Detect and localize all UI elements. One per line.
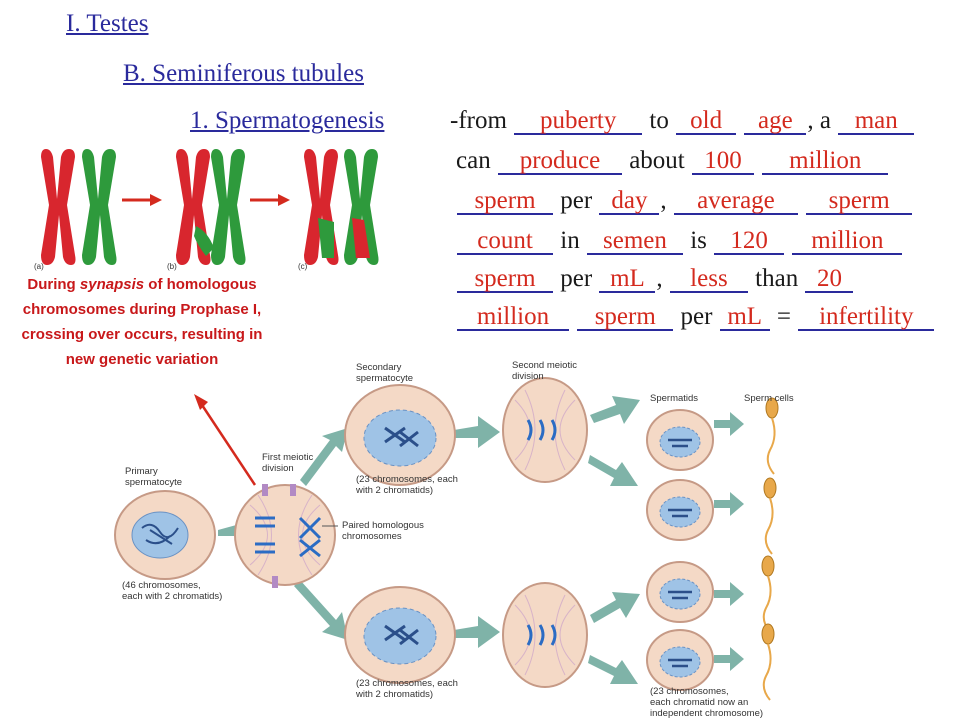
crossover-caption: During synapsis of homologous chromosome… — [21, 276, 263, 368]
first-division-cell — [234, 484, 336, 588]
label-primary-count: (46 chromosomes, each with 2 chromatids) — [122, 580, 223, 602]
blank-sperm-2: sperm — [806, 188, 913, 215]
pointer-arrow — [194, 394, 257, 486]
blank-line-6: million sperm per mL = infertility — [456, 303, 935, 331]
blank-million-1: million — [762, 148, 889, 175]
outline-level-1: I. Testes — [66, 10, 149, 37]
arrow-icon — [122, 194, 162, 206]
figure-label-a: (a) — [34, 262, 44, 271]
text-per-2: per — [560, 265, 593, 292]
flow-arrows — [218, 396, 744, 684]
label-final-count: (23 chromosomes, each chromatid now an i… — [650, 686, 764, 719]
blank-100: 100 — [692, 148, 754, 175]
arrow-icon — [250, 194, 290, 206]
text-about: about — [629, 147, 685, 174]
blank-puberty: puberty — [514, 108, 643, 135]
crossover-figure: (a) (b) (c) — [34, 149, 379, 271]
blank-man: man — [838, 108, 915, 135]
blank-semen: semen — [586, 228, 683, 255]
label-secondary-count-bottom: (23 chromosomes, each with 2 chromatids) — [356, 678, 458, 700]
text-can: can — [456, 147, 491, 174]
blank-age: age — [744, 108, 807, 135]
blank-line-2: can produce about 100 million — [456, 147, 889, 175]
blank-sperm-4: sperm — [577, 304, 674, 331]
blank-20: 20 — [805, 266, 854, 293]
label-secondary-spermatocyte: Secondary spermatocyte — [356, 362, 414, 384]
text-comma-1: , — [660, 187, 667, 214]
blank-count: count — [457, 228, 553, 255]
text-in: in — [560, 227, 580, 254]
text-comma-2: , — [656, 265, 663, 292]
text-a: , a — [807, 107, 831, 134]
figure-label-b: (b) — [167, 262, 177, 271]
blank-line-4: count in semen is 120 million — [456, 227, 903, 255]
blank-average: average — [673, 188, 798, 215]
secondary-spermatocyte-top — [344, 384, 456, 486]
text-than: than — [755, 265, 799, 292]
primary-spermatocyte-cell — [114, 490, 216, 580]
label-sperm-cells: Sperm cells — [744, 393, 794, 404]
label-first-meiotic-division: First meiotic division — [262, 452, 314, 474]
text-equals: = — [776, 303, 792, 330]
second-division-cell-bottom — [502, 582, 588, 688]
sperm-cells — [761, 397, 779, 701]
blank-sperm-1: sperm — [457, 188, 553, 215]
secondary-spermatocyte-bottom — [344, 586, 456, 684]
label-primary-spermatocyte: Primary spermatocyte — [125, 466, 183, 488]
blank-produce: produce — [497, 148, 622, 175]
blank-day: day — [599, 188, 660, 215]
spermatid-cells — [646, 409, 714, 691]
figure-label-c: (c) — [298, 262, 308, 271]
blank-less: less — [669, 266, 748, 293]
text-to: to — [649, 107, 669, 134]
outline-level-2: B. Seminiferous tubules — [123, 60, 364, 87]
second-division-cell-top — [502, 377, 588, 483]
blank-line-5: sperm per mL, less than 20 — [456, 265, 854, 293]
blank-line-1: -from puberty to old age, a man — [450, 107, 915, 135]
text-per-3: per — [680, 303, 713, 330]
blank-million-2: million — [792, 228, 903, 255]
blank-line-3: sperm per day, average sperm — [456, 187, 913, 215]
text-per-1: per — [560, 187, 593, 214]
blank-ml-2: mL — [719, 304, 770, 331]
text-from: -from — [450, 107, 507, 134]
blank-million-3: million — [457, 304, 569, 331]
blank-sperm-3: sperm — [457, 266, 553, 293]
label-paired-homologous: Paired homologous chromosomes — [342, 520, 424, 542]
blank-120: 120 — [714, 228, 785, 255]
label-second-meiotic-division: Second meiotic division — [512, 360, 577, 382]
chromosome-pair-a — [41, 149, 117, 265]
text-is: is — [690, 227, 707, 254]
meiosis-diagram — [114, 377, 779, 701]
chromosome-pair-b — [176, 149, 246, 265]
outline-level-3: 1. Spermatogenesis — [190, 107, 385, 134]
chromosome-pair-c — [304, 149, 379, 265]
label-spermatids: Spermatids — [650, 393, 699, 404]
blank-ml-1: mL — [599, 266, 656, 293]
blank-infertility: infertility — [798, 304, 935, 331]
blank-old: old — [676, 108, 737, 135]
label-secondary-count-top: (23 chromosomes, each with 2 chromatids) — [356, 474, 458, 496]
